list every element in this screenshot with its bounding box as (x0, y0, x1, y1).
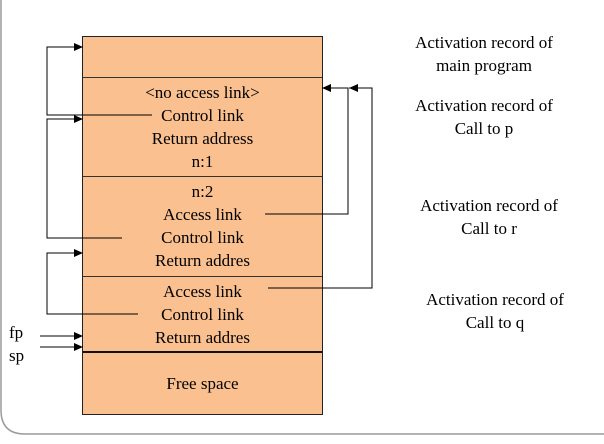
record-call-to-r: n:2 Access link Control link Return addr… (83, 176, 322, 276)
free-space-region: Free space (83, 351, 322, 414)
label-line-2: main program (436, 56, 532, 75)
label-line-1: Activation record of (426, 290, 564, 309)
label-line-1: Activation record of (415, 33, 553, 52)
field-access-link: Access link (163, 205, 242, 224)
record-main-program (83, 37, 322, 77)
field-control-link: Control link (161, 228, 244, 247)
field-n-value: n:1 (191, 152, 214, 171)
field-return-address: Return address (151, 129, 254, 148)
record-call-to-q: Access link Control link Return addres (83, 276, 322, 352)
field-return-address: Return addres (155, 328, 250, 347)
field-control-link: Control link (161, 305, 244, 324)
field-no-access-link: <no access link> (145, 83, 260, 102)
runtime-stack: <no access link> Control link Return add… (82, 36, 323, 415)
label-line-2: Call to r (461, 219, 517, 238)
label-call-to-p: Activation record of Call to p (384, 94, 584, 140)
label-call-to-r: Activation record of Call to r (389, 194, 589, 240)
free-space-label: Free space (166, 374, 239, 393)
record-call-to-p: <no access link> Control link Return add… (83, 77, 322, 176)
label-call-to-q: Activation record of Call to q (395, 288, 595, 334)
label-line-2: Call to q (465, 313, 525, 332)
label-line-2: Call to p (454, 119, 514, 138)
label-main-program: Activation record of main program (384, 31, 584, 77)
label-line-1: Activation record of (415, 96, 553, 115)
frame-pointer-label: fp (9, 323, 24, 342)
field-n-value: n:2 (191, 182, 214, 201)
label-line-1: Activation record of (420, 196, 558, 215)
field-access-link: Access link (163, 282, 242, 301)
stack-pointer-label: sp (9, 346, 25, 365)
field-return-address: Return addres (155, 251, 250, 270)
field-control-link: Control link (161, 106, 244, 125)
